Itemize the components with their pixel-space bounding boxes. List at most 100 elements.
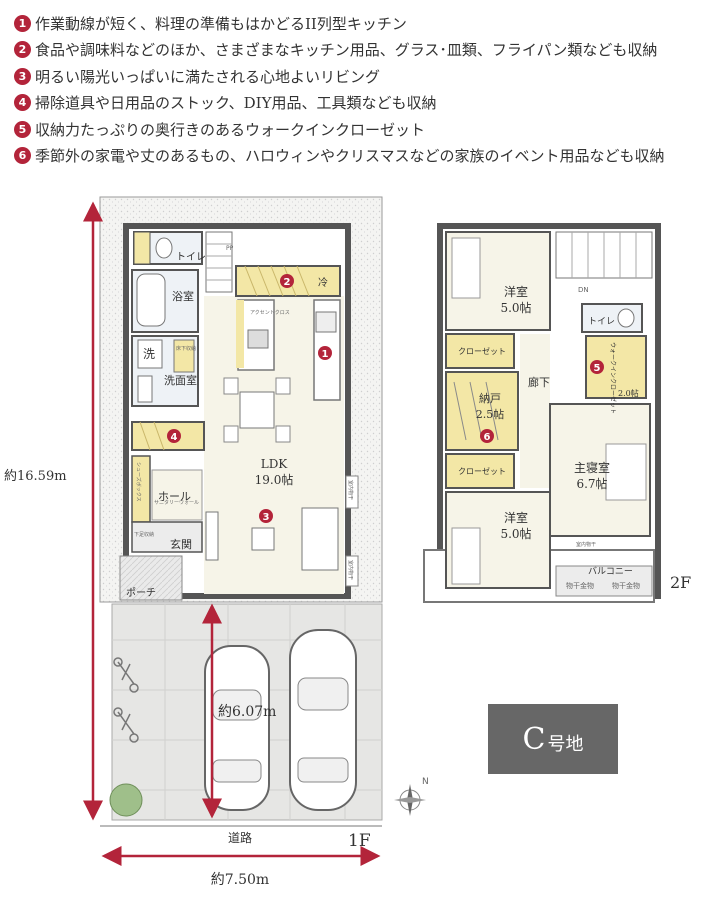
label-wash: 洗	[143, 347, 155, 361]
label-depth-dim: 約16.59m	[4, 469, 67, 484]
svg-text:3: 3	[263, 512, 270, 523]
label-walkin-size: 2.0帖	[618, 388, 639, 398]
label-accent-cross: アクセントクロス	[250, 310, 290, 316]
label-hanger-2: 物干金物	[612, 581, 640, 590]
label-floor-storage: 床下収納	[176, 345, 196, 352]
marker-4: 4	[167, 429, 181, 443]
label-pp: PP	[226, 245, 234, 252]
garden-bush	[109, 783, 143, 817]
bathtub	[136, 273, 166, 327]
indoor-dry-2	[345, 555, 359, 587]
compass-label: N	[422, 777, 429, 787]
hall	[151, 469, 203, 521]
bicycles	[113, 657, 139, 743]
note-text-3: 明るい陽光いっぱいに満たされる心地よいリビング	[35, 67, 381, 86]
label-bath: 浴室	[172, 289, 194, 303]
label-indoor-dry-2: 室内物干	[347, 560, 354, 580]
tv-board	[205, 511, 219, 561]
label-indoor-dry-1: 室内物干	[347, 480, 354, 500]
note-number-1: 1	[14, 14, 31, 32]
label-closet-1: クローゼット	[458, 346, 506, 356]
marker-2: 2	[280, 274, 294, 288]
note-text-1: 作業動線が短く、料理の準備もはかどるII列型キッチン	[35, 14, 407, 33]
stove	[315, 311, 337, 333]
porch	[119, 555, 183, 601]
floor-1: 1 2 3 4 トイレ 浴室 洗 洗面室 LDK 19.0帖 ホール 玄関 ポー…	[4, 196, 383, 888]
closet-1	[445, 333, 515, 369]
note-number-4: 4	[14, 94, 31, 112]
label-hallway: 廊下	[528, 375, 550, 389]
note-number-6: 6	[14, 147, 31, 165]
label-ldk: LDK	[261, 457, 289, 471]
indoor-dry-1	[345, 475, 359, 509]
bed	[605, 443, 647, 501]
svg-text:5: 5	[594, 363, 601, 374]
label-fridge: 冷	[318, 276, 328, 289]
sofa	[301, 507, 339, 571]
label-indoor-dry-2f: 室内物干	[576, 541, 596, 548]
accent-cross-strip	[236, 300, 244, 368]
note-number-2: 2	[14, 41, 31, 59]
label-master-size: 6.7帖	[576, 476, 607, 491]
label-western-1-size: 5.0帖	[500, 300, 531, 315]
label-dn: DN	[578, 286, 589, 294]
label-1f: 1F	[348, 831, 371, 851]
svg-text:6: 6	[484, 432, 491, 443]
label-hanger-1: 物干金物	[566, 581, 594, 590]
label-width-dim: 約7.50m	[211, 872, 269, 888]
label-closet-2: クローゼット	[458, 466, 506, 476]
label-balcony: バルコニー	[588, 566, 633, 577]
car-1	[204, 645, 270, 811]
label-master: 主寝室	[574, 460, 610, 475]
label-porch: ポーチ	[126, 587, 156, 599]
marker-6: 6	[480, 429, 494, 443]
label-toilet-1f: トイレ	[176, 252, 206, 263]
label-storage: 納戸	[479, 392, 501, 405]
marker-1: 1	[318, 346, 332, 360]
kitchen-sink	[247, 329, 269, 349]
svg-text:1: 1	[322, 349, 329, 360]
label-western-2: 洋室	[504, 510, 528, 525]
coffee-table	[251, 527, 275, 551]
label-toilet-2f: トイレ	[588, 317, 615, 327]
label-hall: ホール	[158, 490, 191, 503]
label-western-2-size: 5.0帖	[500, 526, 531, 541]
balcony	[555, 565, 653, 597]
label-2f: 2F	[670, 573, 691, 592]
hallway	[520, 334, 550, 488]
label-storage-size: 2.5帖	[476, 408, 505, 421]
dining-table	[239, 391, 275, 429]
label-road: 道路	[228, 830, 252, 845]
floor-2: 5 6 洋室 5.0帖 洋室 5.0帖 クローゼット クローゼット 納戸 2.5…	[423, 223, 691, 603]
car-2	[289, 629, 357, 811]
label-entrance: 玄関	[170, 537, 192, 551]
lot-suffix: 号地	[547, 734, 584, 755]
marker-3: 3	[259, 509, 273, 523]
stairs-2f	[555, 231, 653, 279]
label-shoebox: シューズボックス	[135, 462, 142, 502]
marker-5: 5	[590, 360, 604, 374]
label-parking-dim: 約6.07m	[218, 704, 276, 720]
entrance	[131, 521, 203, 553]
note-text-4: 掃除道具や日用品のストック、DIY用品、工具類なども収納	[35, 94, 437, 113]
label-walkin: ウォークインクローゼット	[609, 342, 617, 414]
lot-name: C	[522, 721, 546, 757]
label-western-1: 洋室	[504, 284, 528, 299]
label-washroom: 洗面室	[164, 373, 197, 387]
note-text-2: 食品や調味料などのほか、さまざまなキッチン用品、グラス･皿類、フライパン類なども…	[35, 41, 658, 60]
note-number-5: 5	[14, 120, 31, 138]
closet-2	[445, 453, 515, 489]
compass-icon: N	[394, 777, 429, 816]
note-text-6: 季節外の家電や丈のあるもの、ハロウィンやクリスマスなどの家族のイベント用品なども…	[35, 147, 665, 166]
note-text-5: 収納力たっぷりの奥行きのあるウォークインクローゼット	[35, 120, 426, 139]
note-number-3: 3	[14, 67, 31, 85]
svg-text:4: 4	[171, 432, 178, 443]
